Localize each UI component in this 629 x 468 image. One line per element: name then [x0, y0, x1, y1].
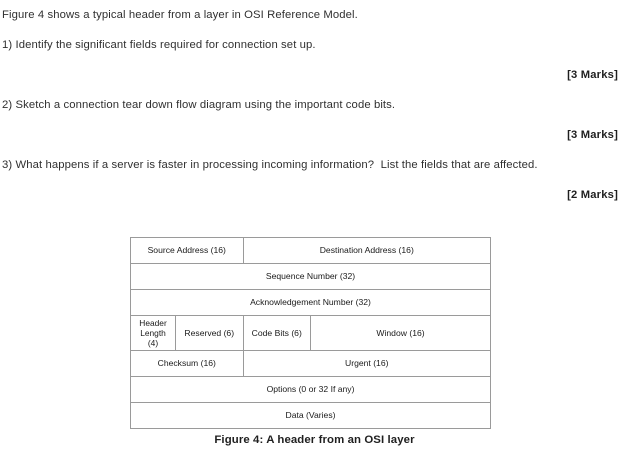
question-1-marks: [3 Marks]: [567, 69, 618, 81]
field-source-address: Source Address (16): [130, 237, 244, 264]
field-data: Data (Varies): [129, 402, 492, 429]
field-sequence-number: Sequence Number (32): [129, 263, 492, 290]
table-row: Data (Varies): [129, 402, 492, 429]
table-row: Sequence Number (32): [129, 263, 492, 290]
table-row: Acknowledgement Number (32): [129, 289, 492, 316]
field-window: Window (16): [309, 315, 492, 351]
osi-header-table: Source Address (16) Destination Address …: [129, 237, 492, 429]
field-reserved: Reserved (6): [175, 315, 244, 351]
field-checksum: Checksum (16): [130, 350, 244, 377]
header-length-line-3: (4): [147, 338, 159, 348]
table-row: Checksum (16) Urgent (16): [130, 350, 492, 377]
question-1-text: 1) Identify the significant fields requi…: [2, 39, 316, 51]
header-length-line-2: Length: [140, 328, 166, 338]
intro-paragraph: Figure 4 shows a typical header from a l…: [2, 9, 358, 21]
field-code-bits: Code Bits (6): [242, 315, 311, 351]
table-row: Options (0 or 32 If any): [129, 376, 492, 403]
question-2-text: 2) Sketch a connection tear down flow di…: [2, 99, 396, 111]
field-header-length: Header Length (4): [130, 315, 176, 351]
table-row: Source Address (16) Destination Address …: [130, 237, 492, 264]
question-3-marks: [2 Marks]: [567, 189, 618, 201]
question-document: Figure 4 shows a typical header from a l…: [2, 0, 622, 210]
header-length-line-1: Header: [139, 318, 167, 328]
field-destination-address: Destination Address (16): [242, 237, 492, 264]
question-2-marks: [3 Marks]: [567, 129, 618, 141]
table-row: Header Length (4) Reserved (6) Code Bits…: [130, 315, 492, 351]
osi-header-figure: Source Address (16) Destination Address …: [129, 237, 492, 429]
field-acknowledgement-number: Acknowledgement Number (32): [129, 289, 492, 316]
question-3-text: 3) What happens if a server is faster in…: [2, 159, 538, 171]
field-options: Options (0 or 32 If any): [129, 376, 492, 403]
field-urgent: Urgent (16): [242, 350, 492, 377]
figure-caption: Figure 4: A header from an OSI layer: [214, 434, 415, 446]
